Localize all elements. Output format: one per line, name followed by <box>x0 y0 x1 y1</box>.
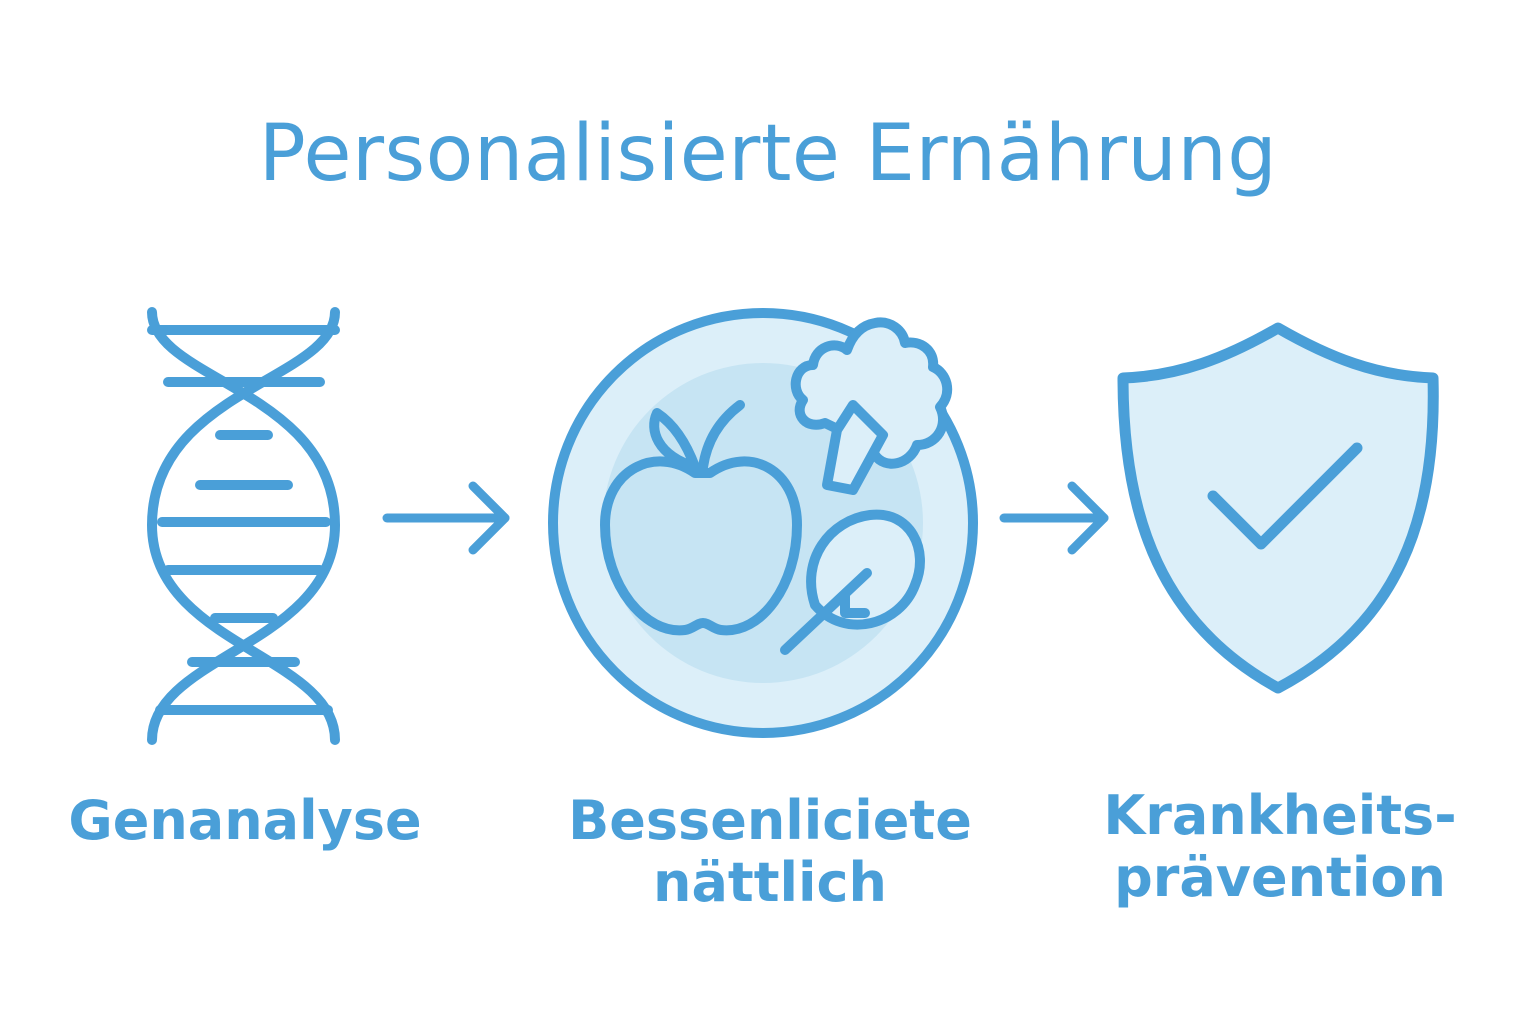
arrow-right-icon <box>382 481 510 555</box>
step-label-prevention: Krankheits- prävention <box>1080 785 1480 909</box>
step-label-line: Bessenliciete <box>568 789 972 852</box>
leaf-icon <box>780 509 925 655</box>
broccoli-icon <box>790 317 953 495</box>
step-label-line: nättlich <box>653 851 887 914</box>
arrow-right-icon <box>999 481 1109 555</box>
plate-with-food-icon <box>548 308 978 738</box>
step-label-line: Krankheits- <box>1103 784 1457 847</box>
diagram-title: Personalisierte Ernährung <box>258 109 1278 199</box>
step-label-line: Genanalyse <box>68 789 422 852</box>
step-label-nutrition: Bessenliciete nättlich <box>560 790 980 914</box>
dna-helix-icon <box>147 307 340 745</box>
step-label-genanalyse: Genanalyse <box>40 790 450 852</box>
shield-check-icon <box>1117 322 1439 694</box>
step-label-line: prävention <box>1114 846 1446 909</box>
apple-icon <box>600 400 802 636</box>
